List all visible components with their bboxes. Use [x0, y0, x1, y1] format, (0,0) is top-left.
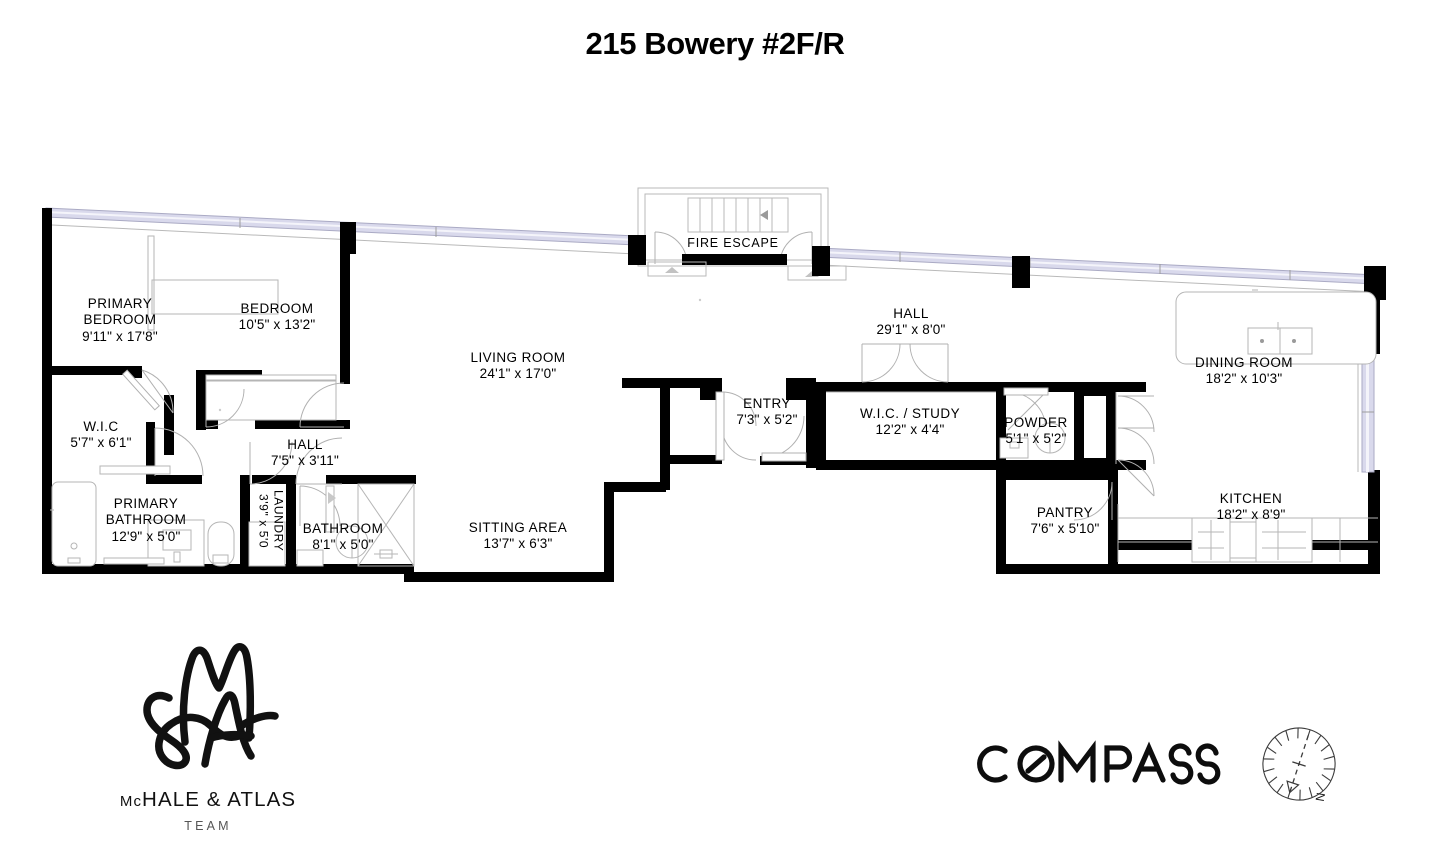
m-and-a-monogram-icon — [143, 643, 279, 770]
fire-escape-label: FIRE ESCAPE — [687, 236, 778, 250]
floorplan-svg: .w { fill:#000; } .th { stroke:#000; str… — [42, 187, 1386, 582]
structural-pillar — [812, 246, 830, 276]
compass-logo-icon — [977, 740, 1221, 785]
laundry-appliances — [248, 521, 286, 567]
compass-branding: N — [975, 718, 1345, 810]
fire-escape-structure: FIRE ESCAPE — [637, 187, 847, 281]
mchale-name-rest: HALE & ATLAS — [142, 788, 297, 811]
floorplan-drawing: .w { fill:#000; } .th { stroke:#000; str… — [0, 170, 1430, 600]
mchale-name-mc: Mc — [119, 793, 143, 810]
compass-wordmark — [975, 737, 1223, 791]
bathtub — [51, 481, 97, 567]
plumbing-and-cabinet-fixtures — [50, 235, 1378, 567]
mchale-atlas-name: McHALE & ATLAS — [88, 788, 328, 812]
compass-rose-icon: N — [1262, 727, 1336, 802]
compass-north-label: N — [1313, 791, 1328, 802]
page-title: 215 Bowery #2F/R — [585, 26, 845, 61]
structural-pillar — [628, 235, 646, 265]
mchale-atlas-subtitle: TEAM — [184, 819, 232, 833]
closet-rod — [205, 374, 337, 382]
door-swings — [122, 343, 1155, 527]
range-and-sink — [1191, 517, 1313, 563]
toilet — [207, 521, 235, 567]
closet — [357, 483, 415, 567]
structural-pillar — [1012, 256, 1030, 288]
mchale-atlas-logo: McHALE & ATLAS TEAM — [88, 632, 328, 833]
